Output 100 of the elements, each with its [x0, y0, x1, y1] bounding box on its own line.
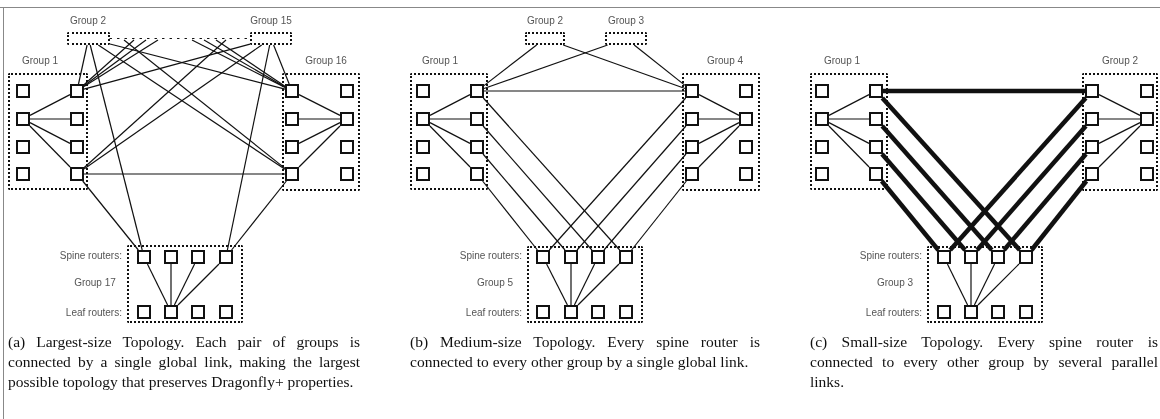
link-line — [482, 180, 538, 251]
link-line — [698, 94, 740, 116]
link-line — [603, 153, 687, 251]
link-line — [97, 44, 286, 170]
router-square — [1019, 250, 1033, 264]
link-line — [215, 39, 286, 87]
group-label: Group 1 — [421, 55, 459, 67]
parallel-links — [975, 124, 1088, 252]
figure-caption: (a) Largest-size Topology. Each pair of groups is connected by a single global link, making the largest possible topology that preserves Dragonfly+ properties. — [8, 332, 360, 392]
link-line — [83, 39, 147, 87]
group-label: Group 4 — [706, 55, 744, 67]
link-line — [1098, 125, 1141, 168]
group-label: Group 2 — [1101, 55, 1139, 67]
link-line — [83, 173, 286, 175]
parallel-links — [948, 96, 1088, 252]
router-square — [739, 140, 753, 154]
parallel-links — [883, 88, 1085, 94]
router-square — [937, 305, 951, 319]
link-line — [482, 97, 621, 251]
router-square — [137, 305, 151, 319]
group-label: Group 3 — [607, 15, 645, 27]
router-square — [685, 84, 699, 98]
link-line — [482, 125, 593, 251]
link-line — [429, 118, 471, 120]
router-square — [470, 84, 484, 98]
router-square — [416, 84, 430, 98]
row-label: Spine routers: — [459, 250, 522, 262]
link-line — [29, 94, 71, 116]
router-square — [591, 250, 605, 264]
link-line — [828, 118, 870, 120]
group-label: Group 2 — [526, 15, 564, 27]
link-line — [429, 94, 471, 116]
link-line — [170, 263, 172, 306]
router-square — [340, 112, 354, 126]
link-line — [83, 39, 135, 86]
group-label: Group 17 — [74, 277, 116, 289]
router-square — [1085, 84, 1099, 98]
link-line — [1098, 94, 1141, 116]
link-line — [483, 44, 609, 90]
router-square — [937, 250, 951, 264]
router-square — [991, 250, 1005, 264]
link-line — [631, 180, 687, 251]
router-square — [164, 250, 178, 264]
link-line — [83, 44, 263, 170]
router-square — [285, 140, 299, 154]
link-line — [173, 263, 196, 306]
link-line — [273, 44, 290, 85]
link-line — [83, 39, 227, 169]
link-line — [573, 263, 596, 306]
router-square — [340, 140, 354, 154]
link-line — [483, 44, 538, 87]
group-label: Group 1 — [21, 55, 59, 67]
router-square — [16, 140, 30, 154]
link-line — [29, 118, 71, 120]
link-line — [698, 125, 740, 168]
router-square — [164, 305, 178, 319]
router-square — [285, 167, 299, 181]
link-line — [429, 122, 471, 144]
link-line — [548, 97, 687, 251]
group-label: Group 1 — [823, 55, 861, 67]
figure-caption: (b) Medium-size Topology. Every spine router is connected to every other group by a single global link. — [410, 332, 760, 372]
link-line — [123, 39, 286, 169]
router-square — [1140, 112, 1154, 126]
link-line — [828, 125, 870, 168]
link-line — [633, 44, 686, 86]
link-line — [562, 44, 686, 90]
link-line — [577, 263, 620, 306]
router-square — [137, 250, 151, 264]
parallel-links — [1029, 179, 1089, 252]
router-square — [470, 167, 484, 181]
router-square — [70, 84, 84, 98]
parallel-links — [880, 96, 1022, 252]
row-label: Spine routers: — [859, 250, 922, 262]
group-label: Group 2 — [69, 15, 107, 27]
link-line — [29, 125, 71, 168]
router-square — [191, 250, 205, 264]
router-square — [739, 112, 753, 126]
link-line — [483, 90, 686, 92]
link-line — [973, 263, 996, 306]
router-square — [564, 250, 578, 264]
router-square — [191, 305, 205, 319]
link-line — [970, 263, 972, 306]
group-label: Group 16 — [305, 55, 347, 67]
router-square — [869, 140, 883, 154]
link-line — [429, 125, 471, 168]
row-label: Spine routers: — [59, 250, 122, 262]
router-square — [470, 112, 484, 126]
link-line — [146, 263, 169, 306]
router-square — [739, 167, 753, 181]
router-square — [70, 112, 84, 126]
router-square — [685, 112, 699, 126]
group-label: Group 3 — [876, 277, 914, 289]
link-line — [828, 122, 870, 144]
router-square — [285, 84, 299, 98]
router-square — [16, 167, 30, 181]
router-square — [416, 112, 430, 126]
router-square — [1019, 305, 1033, 319]
figure-caption: (c) Small-size Topology. Every spine router is connected to every other group by several parallel links. — [810, 332, 1158, 392]
link-line — [828, 94, 870, 116]
link-line — [1098, 118, 1141, 120]
